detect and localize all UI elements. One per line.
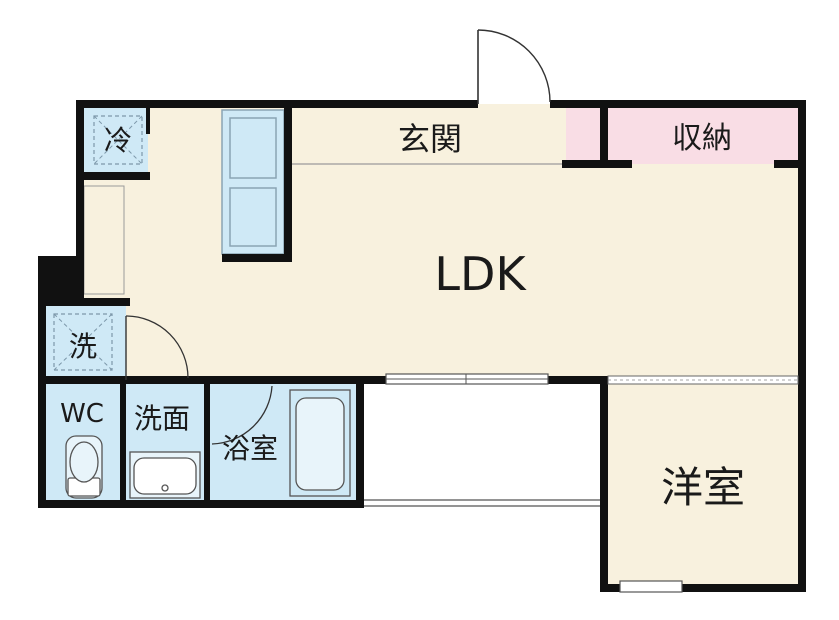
- walls: [38, 100, 806, 592]
- kitchen-counter: [221, 109, 285, 255]
- floor-fills: [42, 104, 804, 588]
- entry-door: [477, 29, 551, 104]
- balcony: [364, 499, 600, 507]
- windows: [385, 373, 799, 593]
- room-label-wc: WC: [60, 399, 104, 429]
- room-label-washroom: 洗面: [134, 402, 190, 435]
- stove-icon: [229, 187, 277, 247]
- western-room-window: [619, 580, 683, 593]
- fridge-space: [93, 115, 143, 165]
- room-label-entrance: 玄関: [398, 120, 462, 158]
- sink-icon: [229, 117, 277, 179]
- room-label-western-room: 洋室: [661, 463, 745, 512]
- bathtub-icon: [289, 389, 351, 497]
- washer-label: 洗: [69, 330, 97, 363]
- fridge-label: 冷: [104, 124, 132, 157]
- washer-space: [53, 313, 113, 371]
- western-room-sliding-door: [607, 375, 799, 385]
- bath-door: [211, 385, 273, 445]
- western-room-floor: [606, 380, 802, 588]
- room-label-bath: 浴室: [222, 432, 278, 465]
- washbasin-icon: [129, 451, 201, 499]
- room-label-storage: 収納: [672, 121, 732, 156]
- washroom-door: [125, 315, 189, 380]
- balcony-floor: [360, 384, 600, 502]
- room-label-ldk: LDK: [434, 247, 527, 301]
- toilet-icon: [65, 435, 103, 499]
